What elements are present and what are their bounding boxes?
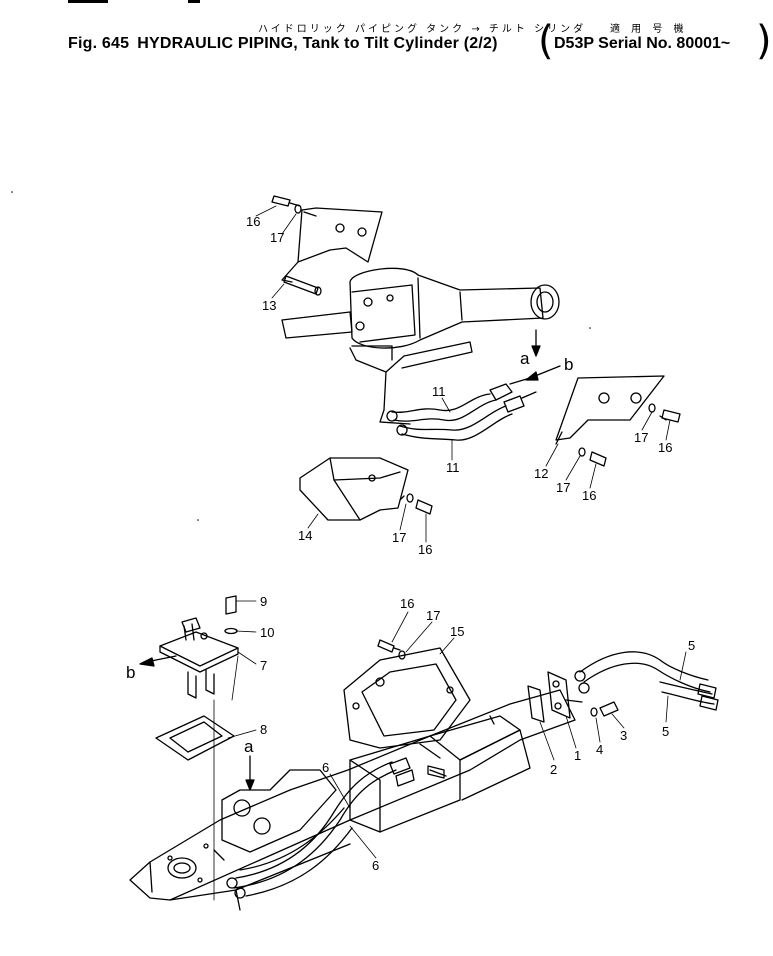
callout-10: 10 bbox=[260, 625, 274, 640]
figure-number: Fig. 645 bbox=[68, 35, 130, 52]
callout-12: 12 bbox=[534, 466, 548, 481]
arrow-a-lower bbox=[245, 755, 255, 791]
serial-range: D53P Serial No. 80001~ bbox=[554, 35, 731, 52]
hoses-5 bbox=[574, 651, 719, 711]
callout-5: 5 bbox=[662, 724, 669, 739]
callout-17: 17 bbox=[556, 480, 570, 495]
tilt-cylinder bbox=[281, 267, 560, 425]
callout-17: 17 bbox=[426, 608, 440, 623]
hoses-6 bbox=[226, 757, 415, 899]
gasket-8 bbox=[155, 715, 235, 761]
lever-block bbox=[213, 769, 337, 861]
callout-13: 13 bbox=[262, 298, 276, 313]
callout-1: 1 bbox=[574, 748, 581, 763]
header: ハイドロリック パイピング タンク → チルト シリンダ 適 用 号 機 Fig… bbox=[0, 0, 773, 70]
callout-a: a bbox=[244, 737, 254, 756]
callout-16: 16 bbox=[246, 214, 260, 229]
callout-9: 9 bbox=[260, 594, 267, 609]
valve-7 bbox=[159, 595, 239, 699]
header-rule-left bbox=[68, 0, 108, 3]
bracket-15 bbox=[343, 647, 471, 749]
hoses-11 bbox=[386, 377, 537, 441]
plate-bracket-top bbox=[281, 207, 383, 296]
arrow-b-lower bbox=[139, 655, 177, 667]
callout-16: 16 bbox=[658, 440, 672, 455]
callout-labels: 16 17 13 a b 11 11 17 16 12 17 16 14 17 … bbox=[126, 214, 695, 873]
callout-16: 16 bbox=[582, 488, 596, 503]
figure-title-text: HYDRAULIC PIPING, Tank to Tilt Cylinder … bbox=[137, 35, 498, 52]
close-paren: ) bbox=[756, 18, 772, 64]
callout-b: b bbox=[564, 355, 573, 374]
plate-12 bbox=[555, 375, 681, 467]
callout-17: 17 bbox=[392, 530, 406, 545]
callout-16: 16 bbox=[400, 596, 414, 611]
callout-8: 8 bbox=[260, 722, 267, 737]
callout-16: 16 bbox=[418, 542, 432, 557]
flange-1-2 bbox=[527, 671, 619, 723]
callout-6: 6 bbox=[322, 760, 329, 775]
callout-15: 15 bbox=[450, 624, 464, 639]
bolt-washer-lower-center bbox=[377, 639, 406, 660]
callout-11: 11 bbox=[432, 384, 446, 399]
callout-4: 4 bbox=[596, 742, 603, 757]
callout-11: 11 bbox=[446, 460, 460, 475]
callout-7: 7 bbox=[260, 658, 267, 673]
callout-6: 6 bbox=[372, 858, 379, 873]
callout-5: 5 bbox=[688, 638, 695, 653]
cover-14 bbox=[299, 457, 433, 521]
open-paren: ( bbox=[538, 18, 554, 64]
callout-b: b bbox=[126, 663, 135, 682]
bolt-washer-top-left bbox=[271, 195, 317, 217]
callout-3: 3 bbox=[620, 728, 627, 743]
japanese-title: ハイドロリック パイピング タンク → チルト シリンダ bbox=[258, 24, 587, 35]
callout-14: 14 bbox=[298, 528, 312, 543]
callout-2: 2 bbox=[550, 762, 557, 777]
japanese-serial-label: 適 用 号 機 bbox=[610, 24, 688, 35]
main-frame bbox=[129, 689, 576, 911]
arrow-a-upper bbox=[531, 329, 541, 357]
callout-17: 17 bbox=[270, 230, 284, 245]
callout-a: a bbox=[520, 349, 530, 368]
tank-block bbox=[349, 715, 531, 833]
figure-title: Fig. 645 HYDRAULIC PIPING, Tank to Tilt C… bbox=[68, 35, 506, 53]
callout-17: 17 bbox=[634, 430, 648, 445]
arrow-b-upper bbox=[525, 365, 561, 381]
scan-marks bbox=[11, 191, 591, 521]
header-rule-right bbox=[188, 0, 200, 3]
leader-lines bbox=[213, 205, 687, 901]
